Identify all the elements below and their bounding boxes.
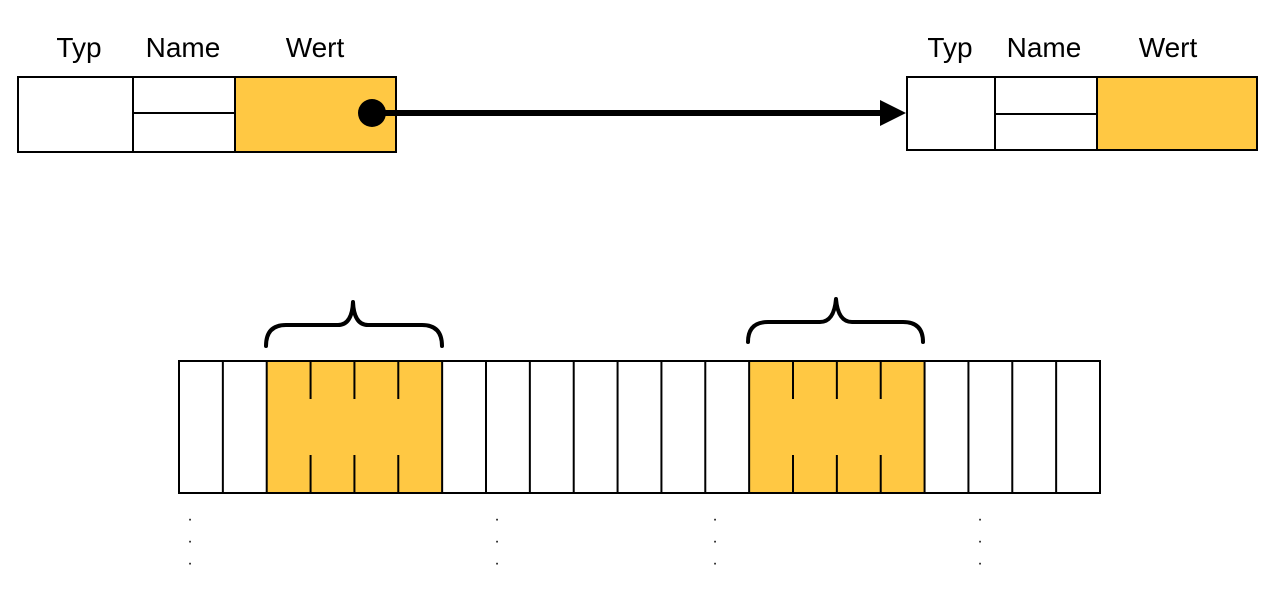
right-header-name: Name xyxy=(1007,32,1082,63)
continuation-mark-2: · · · xyxy=(494,511,499,572)
brace-right xyxy=(746,297,925,344)
brace-group xyxy=(264,297,925,348)
right-wert-cell xyxy=(1096,76,1258,151)
continuation-mark-3: · · · xyxy=(712,511,717,572)
memory-strip xyxy=(178,360,1101,494)
right-header-wert: Wert xyxy=(1139,32,1198,63)
pointer-origin-dot xyxy=(358,99,386,127)
left-typ-cell xyxy=(17,76,134,153)
continuation-dot: · xyxy=(494,511,499,528)
continuation-dot: · xyxy=(712,533,717,550)
left-header-wert: Wert xyxy=(286,32,345,63)
continuation-dot: · xyxy=(187,555,192,572)
continuation-dot: · xyxy=(494,533,499,550)
continuation-dot: · xyxy=(977,533,982,550)
continuation-dot: · xyxy=(712,555,717,572)
left-header-typ: Typ xyxy=(56,32,101,63)
right-record: Typ Name Wert xyxy=(906,32,1258,151)
left-name-cell-top xyxy=(132,76,236,114)
left-record: Typ Name Wert xyxy=(17,32,397,153)
continuation-mark-1: · · · xyxy=(187,511,192,572)
continuation-dot: · xyxy=(187,511,192,528)
continuation-dot: · xyxy=(494,555,499,572)
left-header-name: Name xyxy=(146,32,221,63)
left-name-cell-bottom xyxy=(132,112,236,153)
right-name-cell-top xyxy=(994,76,1098,115)
brace-left xyxy=(264,300,444,348)
continuation-dot: · xyxy=(977,555,982,572)
continuation-dot: · xyxy=(977,511,982,528)
pointer-arrowhead xyxy=(880,100,906,126)
continuation-mark-4: · · · xyxy=(977,511,982,572)
continuation-marks: · · · · · · · · · · · · xyxy=(187,511,982,572)
memory-strip-border xyxy=(178,360,1101,494)
continuation-dot: · xyxy=(712,511,717,528)
continuation-dot: · xyxy=(187,533,192,550)
right-typ-cell xyxy=(906,76,996,151)
right-header-typ: Typ xyxy=(927,32,972,63)
right-name-cell-bottom xyxy=(994,113,1098,151)
pointer-arrow xyxy=(358,99,906,127)
